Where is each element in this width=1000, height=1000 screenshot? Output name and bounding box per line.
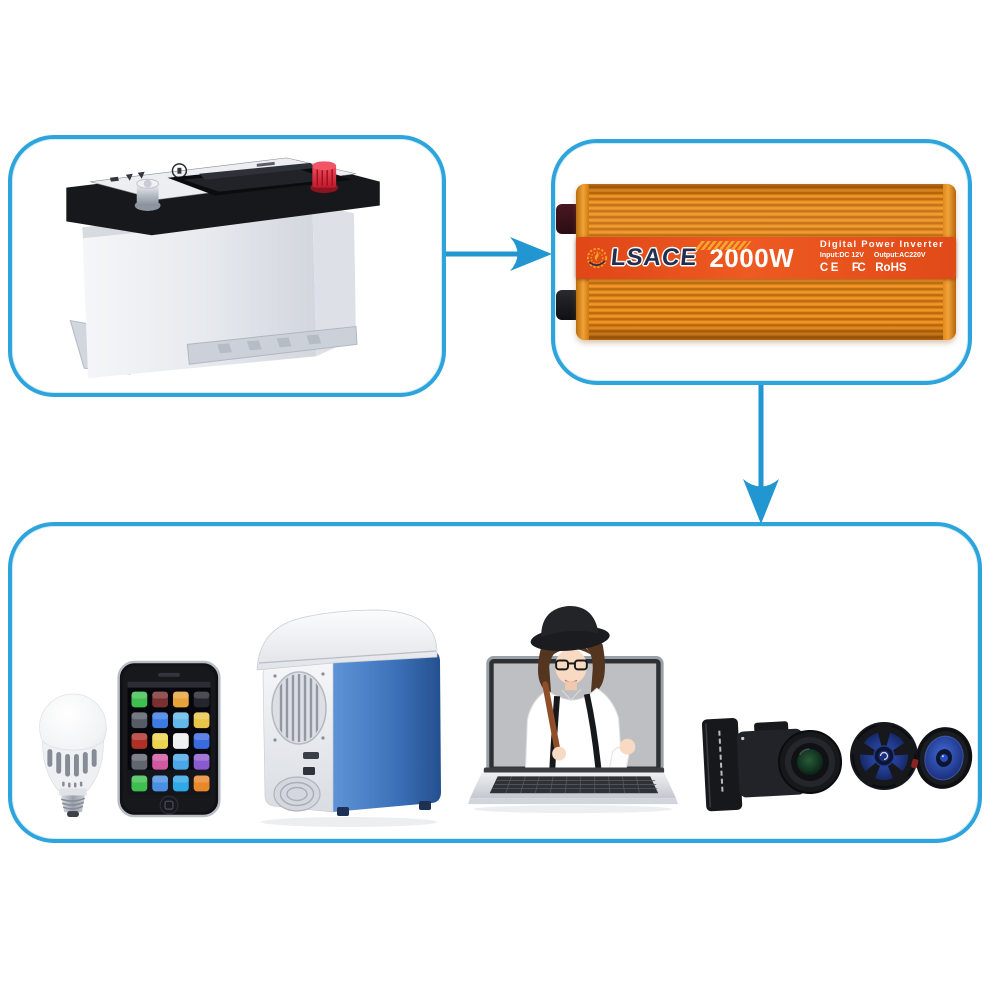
rohs-mark: RoHS xyxy=(875,262,907,275)
woman-hand xyxy=(552,746,567,761)
battery-positive-terminal xyxy=(310,161,339,194)
power-inverter-icon: LSACE 2000W Digital Power Inverter Input… xyxy=(556,184,960,340)
speed-stripes-icon xyxy=(694,241,752,250)
car-speakers-icon xyxy=(850,722,973,790)
woman-hat xyxy=(530,606,610,652)
inverter-product-title: Digital Power Inverter xyxy=(819,239,944,251)
ce-mark: CE xyxy=(819,262,841,275)
digital-camera-icon xyxy=(701,717,843,812)
laptop-with-woman-icon xyxy=(467,606,678,814)
led-bulb-icon xyxy=(39,693,107,818)
battery-body-front xyxy=(82,203,317,379)
woman-figure xyxy=(524,606,636,773)
inverter-certifications: CE FC RoHS xyxy=(820,262,944,275)
car-battery-icon xyxy=(66,157,380,379)
battery-body-side xyxy=(312,203,356,357)
phone-earpiece xyxy=(158,672,180,677)
inverter-brand-text: LSACE xyxy=(609,244,699,271)
fc-mark: FC xyxy=(851,262,866,275)
laptop-hinge xyxy=(483,767,665,774)
phone-app-grid xyxy=(131,691,210,792)
speaker-front xyxy=(850,722,918,790)
flame-ring-icon xyxy=(586,247,608,269)
woman-glasses xyxy=(555,659,588,671)
woman-face xyxy=(555,648,587,685)
woman-suspender xyxy=(583,693,602,773)
inverter-spec-block: Digital Power Inverter Input:DC 12V Outp… xyxy=(819,239,946,275)
woman-fist xyxy=(619,738,636,755)
bulb-vent-slots xyxy=(47,749,97,788)
camera-grip xyxy=(701,717,743,812)
fridge-top-vent xyxy=(271,671,327,745)
fridge-bottom-vent xyxy=(273,776,321,812)
bulb-contact-tip xyxy=(67,811,79,818)
inverter-input-spec: Input:DC 12V xyxy=(819,252,864,260)
smartphone-icon xyxy=(117,660,221,818)
fridge-lid xyxy=(256,609,438,671)
camera-lens xyxy=(778,730,843,795)
fridge-switch xyxy=(303,767,315,775)
laptop-keyboard xyxy=(489,776,659,794)
battery-negative-terminal xyxy=(134,178,161,211)
fridge-blue-body xyxy=(333,650,441,812)
brown-strap xyxy=(542,681,562,757)
camera-grip-lettering xyxy=(718,730,724,792)
inverter-output-spec: Output:AC220V xyxy=(873,252,926,260)
arrow-inverter-to-devices xyxy=(743,384,779,524)
arrow-battery-to-inverter xyxy=(446,237,552,271)
fridge-switch xyxy=(303,752,319,759)
mini-fridge-icon xyxy=(256,609,441,827)
woman-shirt xyxy=(524,687,624,773)
speaker-tilted xyxy=(911,727,973,789)
inverter-brand-logo: LSACE xyxy=(586,241,752,272)
phone-home-button xyxy=(159,795,179,815)
inverter-label-band: LSACE 2000W Digital Power Inverter Input… xyxy=(576,237,956,279)
